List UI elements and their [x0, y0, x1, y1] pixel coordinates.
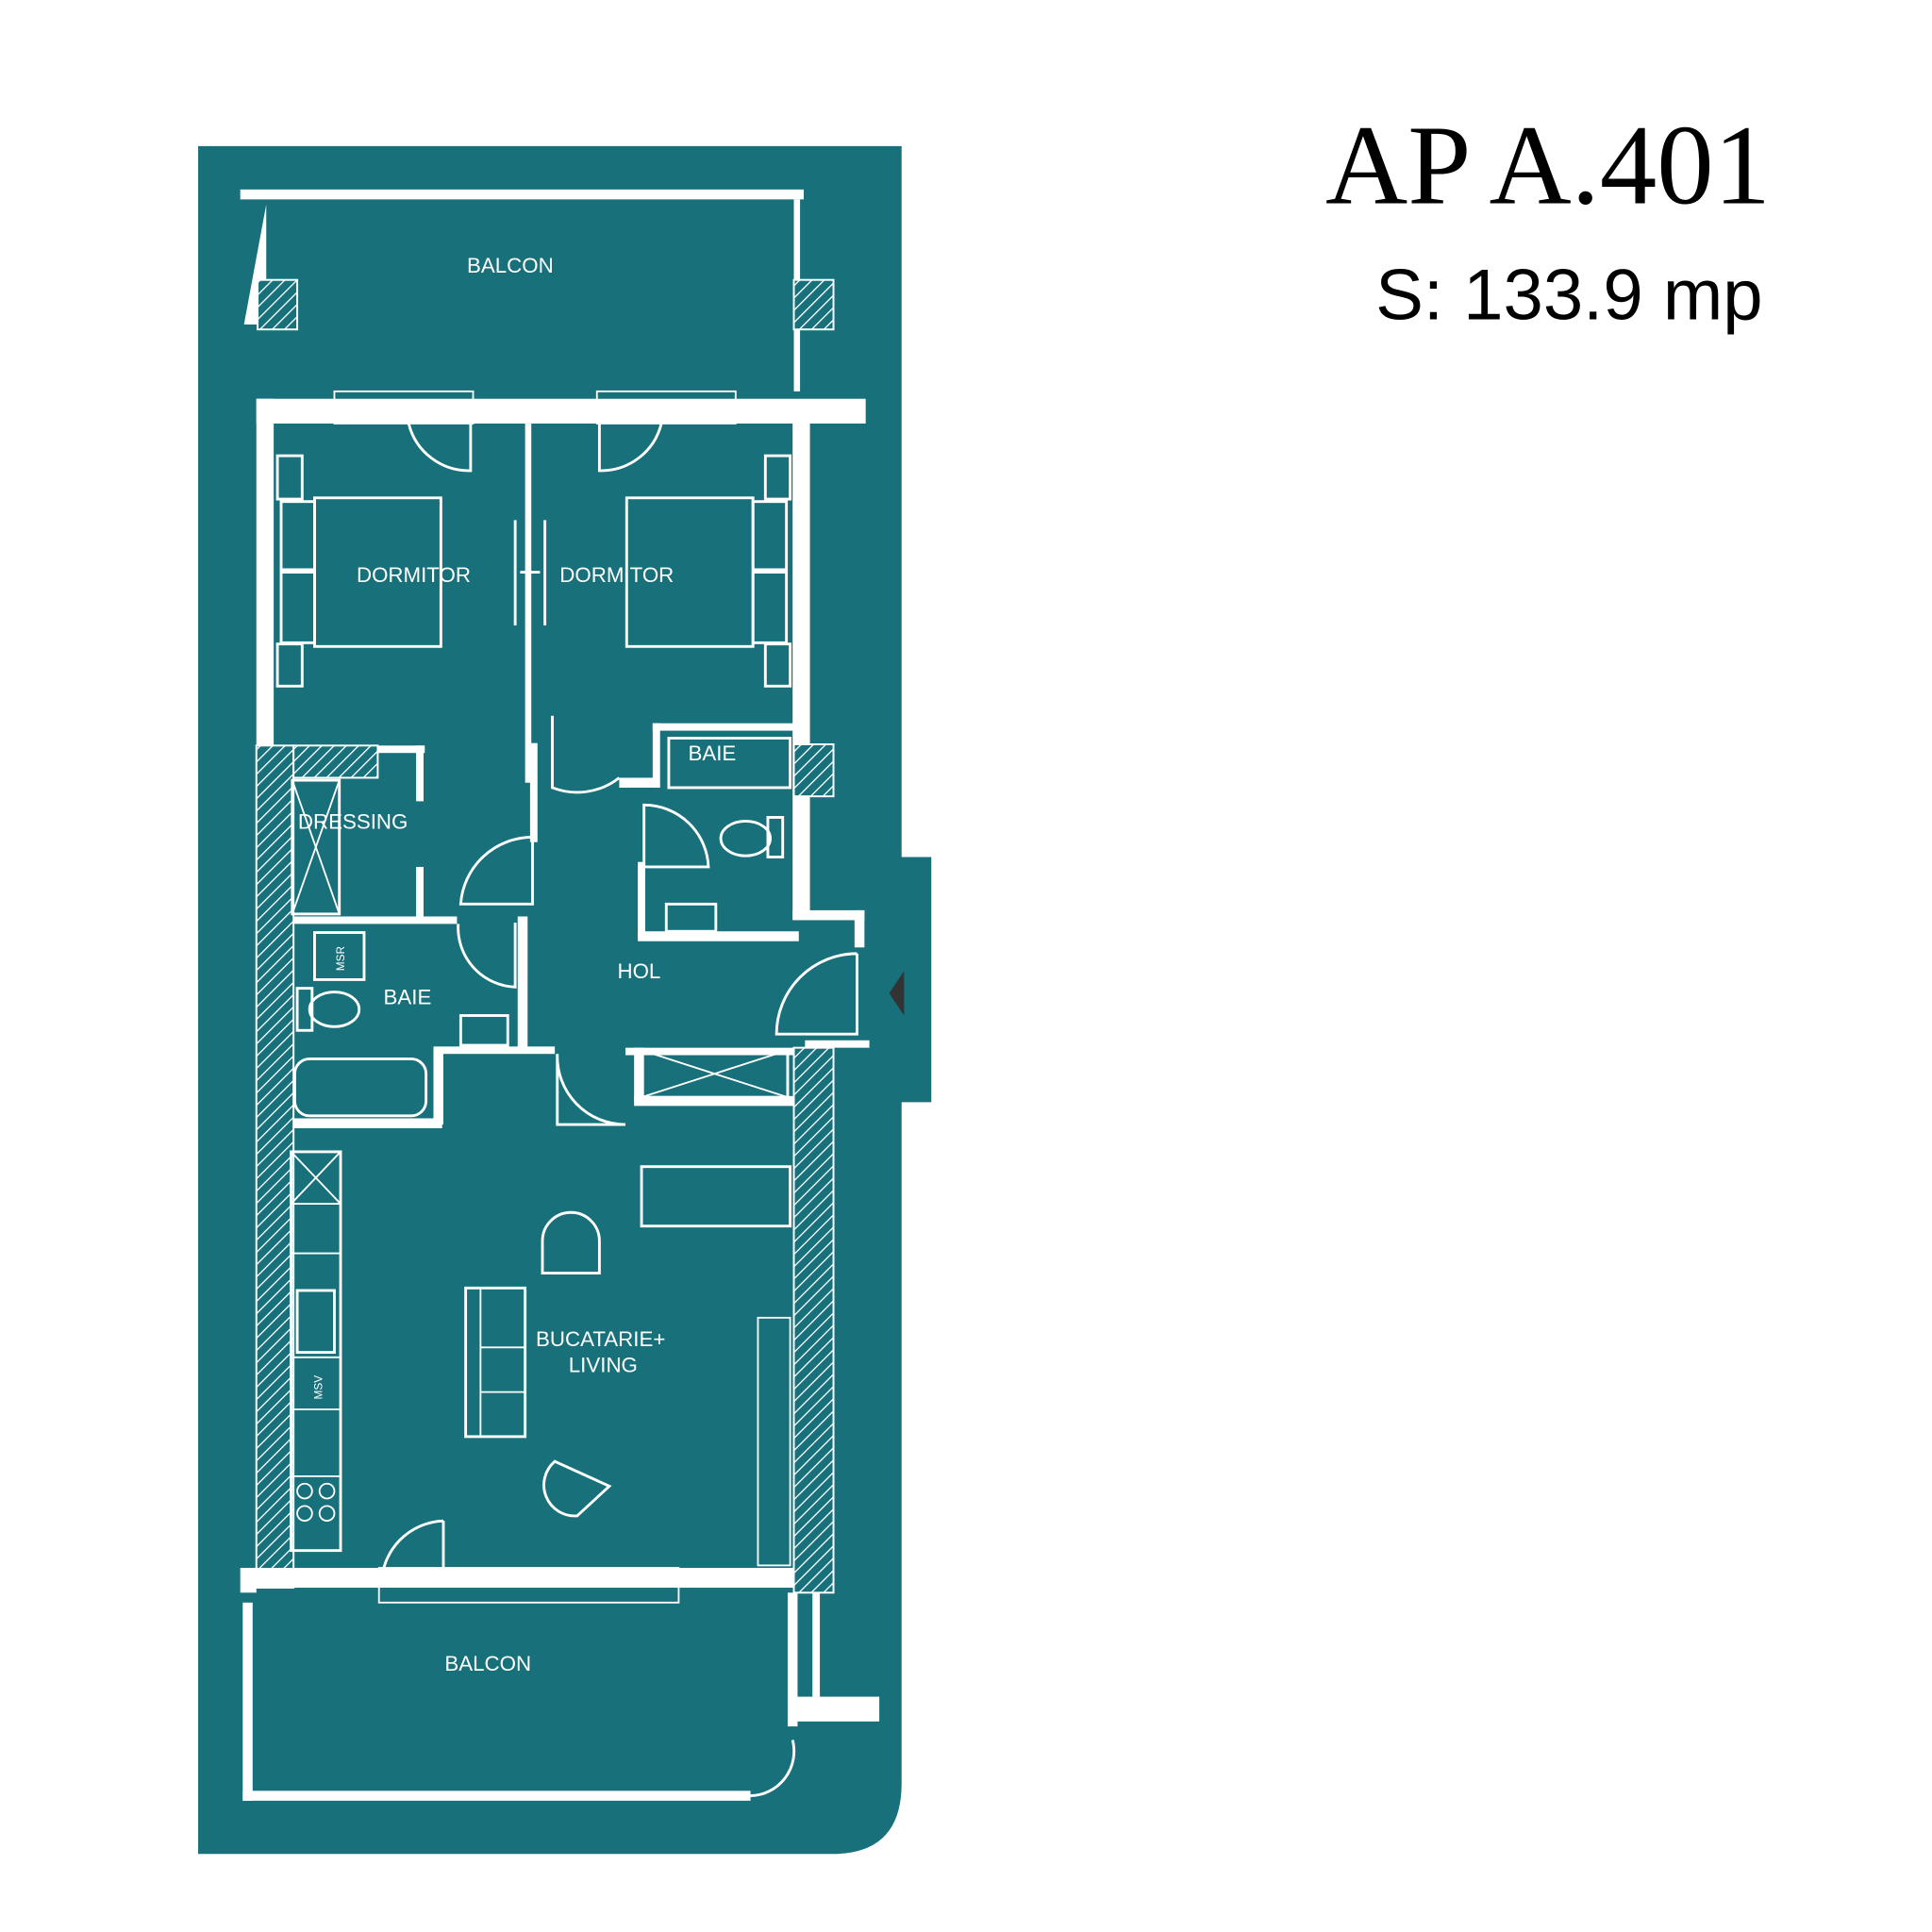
balcony-top — [240, 189, 835, 391]
room-label-dormitor-2: DORMITOR — [559, 563, 674, 587]
fixture-label-msv: MSV — [311, 1375, 325, 1400]
room-label-baie-2: BAIE — [384, 986, 432, 1009]
room-label-living-line1: BUCATARIE+ — [536, 1327, 665, 1351]
column — [792, 278, 835, 331]
column — [257, 278, 299, 331]
room-label-dressing: DRESSING — [298, 809, 408, 833]
room-label-dormitor-1: DORMITOR — [357, 563, 471, 587]
room-label-balcon-top: BALCON — [467, 254, 554, 277]
walls — [240, 398, 870, 1594]
room-label-baie-1: BAIE — [688, 741, 736, 765]
doors — [379, 423, 858, 1587]
furniture — [275, 454, 792, 1553]
apartment-footprint — [198, 145, 932, 1855]
apartment-area: S: 133.9 mp — [1375, 256, 1762, 336]
room-label-hol: HOL — [617, 959, 660, 983]
room-label-balcon-bottom: BALCON — [444, 1652, 531, 1675]
windows — [333, 390, 791, 1604]
entrance-arrow-icon — [889, 971, 905, 1016]
balcony-bottom — [242, 1592, 880, 1801]
apartment-title: AP A.401 — [1325, 102, 1771, 228]
fixture-label-msr: MSR — [334, 946, 347, 971]
room-label-living-line2: LIVING — [569, 1354, 638, 1377]
